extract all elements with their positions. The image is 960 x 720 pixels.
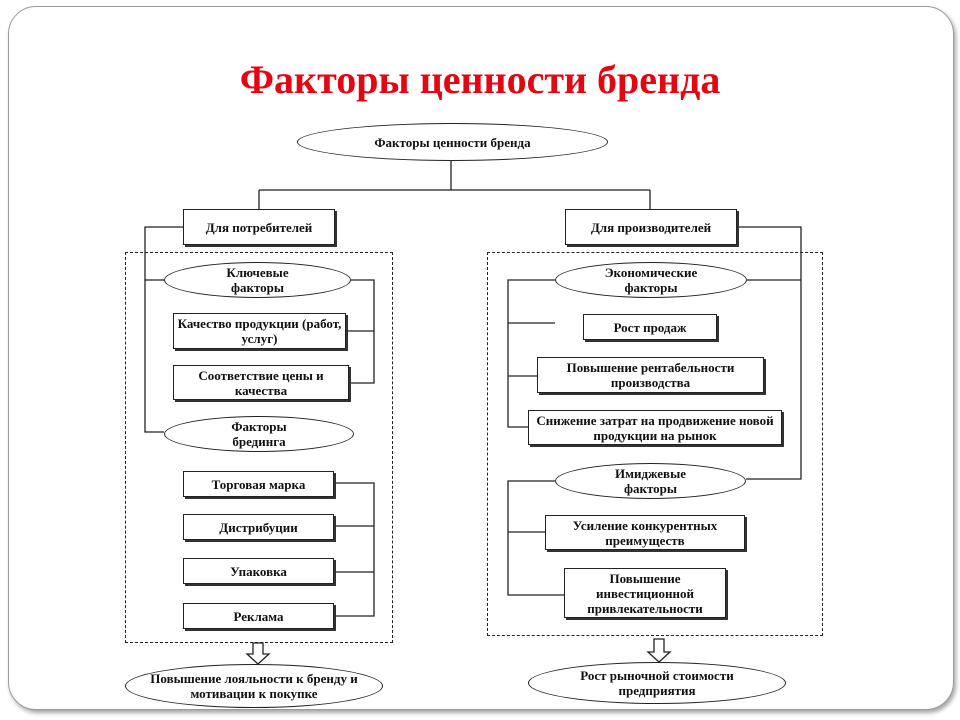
slide-title: Факторы ценности бренда xyxy=(239,57,721,102)
consumers-node: Для потребителей xyxy=(183,209,335,245)
branding-factors-node: Факторы брединга xyxy=(164,416,354,452)
producers-dashed-group xyxy=(487,252,823,636)
branding-item-advertising: Реклама xyxy=(183,603,334,629)
key-factors-node: Ключевые факторы xyxy=(164,262,351,298)
image-factors-node: Имиджевые факторы xyxy=(555,463,746,499)
economic-item-profitability: Повышение рентабельности производства xyxy=(537,357,764,393)
image-item-competitive: Усиление конкурентных преимуществ xyxy=(545,515,745,550)
producers-outcome-node: Рост рыночной стоимости предприятия xyxy=(528,662,786,704)
consumers-outcome-node: Повышение лояльности к бренду и мотиваци… xyxy=(125,664,383,708)
key-item-price-quality: Соответствие цены и качества xyxy=(173,365,349,400)
economic-factors-node: Экономические факторы xyxy=(555,262,747,298)
branding-item-distribution: Дистрибуции xyxy=(183,514,334,540)
key-item-quality: Качество продукции (работ, услуг) xyxy=(173,313,346,349)
economic-item-cost-reduction: Снижение затрат на продвижение новой про… xyxy=(528,410,782,445)
branding-item-trademark: Торговая марка xyxy=(183,471,334,497)
root-node: Факторы ценности бренда xyxy=(297,123,608,161)
branding-item-packaging: Упаковка xyxy=(183,558,334,584)
economic-item-sales-growth: Рост продаж xyxy=(583,314,717,340)
producers-node: Для производителей xyxy=(565,209,737,245)
consumers-dashed-group xyxy=(125,252,393,643)
image-item-investment: Повышение инвестиционной привлекательнос… xyxy=(564,568,726,618)
